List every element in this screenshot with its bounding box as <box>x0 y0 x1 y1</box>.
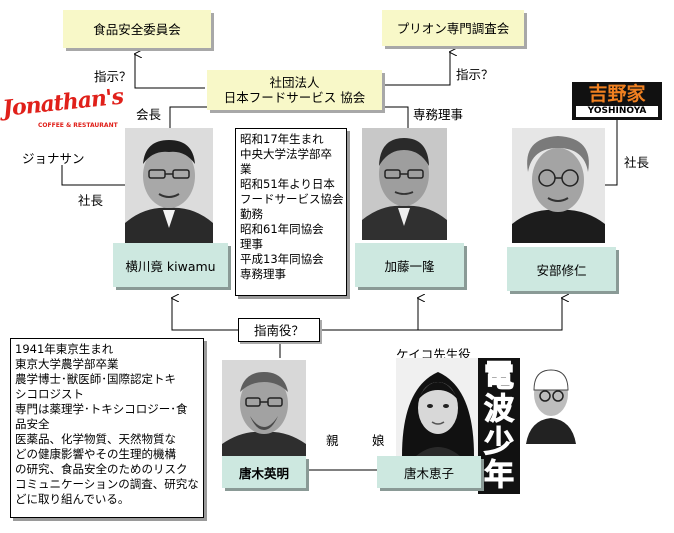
president-label-right: 社長 <box>624 155 650 170</box>
karaki-profile-line: シコロジスト <box>15 387 84 401</box>
jonathan-name-label: ジョナサン <box>22 151 85 166</box>
karaki-profile-line: 専門は薬理学･トキシコロジー･食 <box>15 402 188 416</box>
karaki-profile-line: コミュニケーションの調査、研究な <box>15 477 199 491</box>
kato-profile-line: 昭和51年より日本 <box>240 177 335 191</box>
parent-label: 親 <box>326 433 339 448</box>
kato-profile-box: 昭和17年生まれ 中央大学法学部卒 業 昭和51年より日本 フードサービス協会 … <box>235 128 347 296</box>
prion-committee-label: プリオン専門調査会 <box>396 20 510 36</box>
president-label-left: 社長 <box>78 193 104 208</box>
person-photo-right <box>520 360 582 444</box>
karaki-profile-line: 医薬品、化学物質、天然物質な <box>15 432 176 446</box>
kato-profile-line: 昭和17年生まれ <box>240 132 324 146</box>
yoshinoya-logo: 吉野家 YOSHINOYA <box>572 82 662 120</box>
karaki-keiko-name: 唐木恵子 <box>403 465 454 481</box>
daughter-label: 娘 <box>372 433 385 448</box>
jonathans-logo-subtext: COFFEE & RESTAURANT <box>38 122 118 129</box>
executive-director-label: 専務理事 <box>413 107 464 122</box>
karaki-profile-box: 1941年東京生まれ 東京大学農学部卒業 農学博士･獣医師･国際認定トキ シコロ… <box>10 338 204 518</box>
abe-name-box: 安部修仁 <box>507 247 616 291</box>
karaki-keiko-name-box: 唐木恵子 <box>377 456 481 488</box>
karaki-keiko-photo <box>396 358 480 456</box>
kato-profile-line: 専務理事 <box>240 267 286 281</box>
yoshinoya-logo-roman: YOSHINOYA <box>576 106 658 117</box>
yokokawa-name: 横川竟 kiwamu <box>125 258 216 274</box>
kato-name: 加藤一隆 <box>384 258 435 274</box>
jonathans-logo: Jonathan's COFFEE & RESTAURANT <box>1 84 124 142</box>
abe-name: 安部修仁 <box>536 262 587 278</box>
association-name-label: 日本フードサービス 協会 <box>223 90 366 105</box>
instruction-label-right: 指示？ <box>456 67 494 82</box>
kato-profile-line: 中央大学法学部卒 <box>240 147 332 161</box>
food-safety-committee-box: 食品安全委員会 <box>63 10 211 48</box>
karaki-profile-line: 1941年東京生まれ <box>15 342 114 356</box>
kato-profile-line: 理事 <box>240 237 263 251</box>
kato-profile-line: 平成13年同協会 <box>240 252 324 266</box>
kato-profile-line: 業 <box>240 162 252 176</box>
kato-profile-line: 勤務 <box>240 207 263 221</box>
kato-name-box: 加藤一隆 <box>355 243 464 287</box>
yokokawa-photo <box>125 128 213 243</box>
kato-profile-line: 昭和61年同協会 <box>240 222 324 236</box>
karaki-profile-line: 東京大学農学部卒業 <box>15 357 119 371</box>
yoshinoya-logo-kanji: 吉野家 <box>588 83 646 105</box>
food-service-association-box: 社団法人 日本フードサービス 協会 <box>207 70 382 110</box>
prion-committee-box: プリオン専門調査会 <box>382 10 524 46</box>
food-safety-committee-label: 食品安全委員会 <box>93 21 181 37</box>
karaki-profile-line: どに取り組んでいる。 <box>15 492 130 506</box>
yokokawa-name-box: 横川竟 kiwamu <box>113 243 228 287</box>
denpa-shonen-logo: 電波少年 <box>478 358 520 494</box>
karaki-profile-line: どの健康影響やその生理的機構 <box>15 447 176 461</box>
association-type-label: 社団法人 <box>269 75 320 90</box>
kato-profile-line: フードサービス協会 <box>240 192 344 206</box>
karaki-hideaki-name: 唐木英明 <box>238 465 289 481</box>
guide-role-label: 指南役？ <box>253 322 304 338</box>
chairman-label: 会長 <box>136 107 162 122</box>
karaki-hideaki-photo <box>222 360 306 460</box>
karaki-profile-line: の研究、食品安全のためのリスク <box>15 462 188 476</box>
guide-role-box: 指南役？ <box>238 318 320 342</box>
instruction-label-left: 指示？ <box>94 69 132 84</box>
karaki-hideaki-name-box: 唐木英明 <box>222 456 306 488</box>
karaki-profile-line: 農学博士･獣医師･国際認定トキ <box>15 372 176 386</box>
karaki-profile-line: 品安全 <box>15 417 50 431</box>
denpa-shonen-logo-text: 電波少年 <box>484 359 515 493</box>
abe-photo <box>512 128 605 243</box>
kato-photo <box>362 128 447 240</box>
